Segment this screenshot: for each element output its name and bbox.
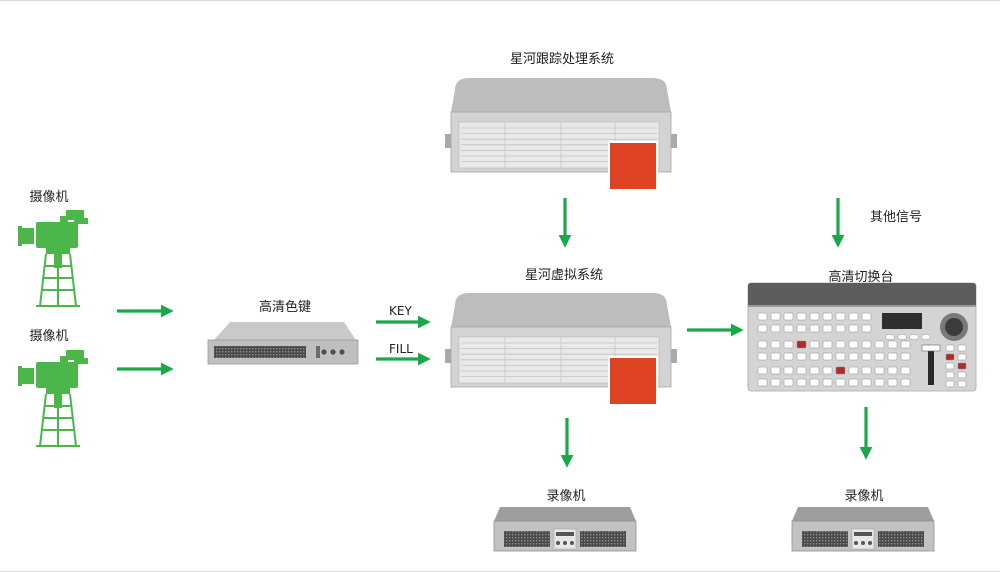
camera-2-icon	[18, 350, 88, 447]
tracking-system-label: 星河跟踪处理系统	[509, 52, 615, 67]
switcher-console-icon	[747, 282, 977, 392]
other-signals-label: 其他信号	[870, 210, 923, 225]
virtual-system-label: 星河虚拟系统	[524, 268, 604, 283]
recorder-1-icon	[493, 507, 637, 552]
top-border	[0, 0, 1000, 1]
fill-signal-label: FILL	[389, 342, 413, 356]
virtual-system-server-icon	[445, 293, 677, 406]
recorder-1-label: 录像机	[546, 489, 586, 504]
key-signal-label: KEY	[389, 304, 412, 318]
camera-1-icon	[18, 210, 88, 307]
camera-2-label: 摄像机	[29, 329, 69, 344]
chroma-key-device-icon	[207, 322, 359, 365]
camera-1-label: 摄像机	[29, 190, 69, 205]
chroma-key-label: 高清色键	[258, 300, 312, 315]
switcher-label: 高清切换台	[828, 270, 894, 285]
recorder-2-icon	[791, 507, 935, 552]
flow-arrows	[117, 198, 873, 468]
tracking-system-server-icon	[445, 78, 677, 191]
recorder-2-label: 录像机	[844, 489, 884, 504]
